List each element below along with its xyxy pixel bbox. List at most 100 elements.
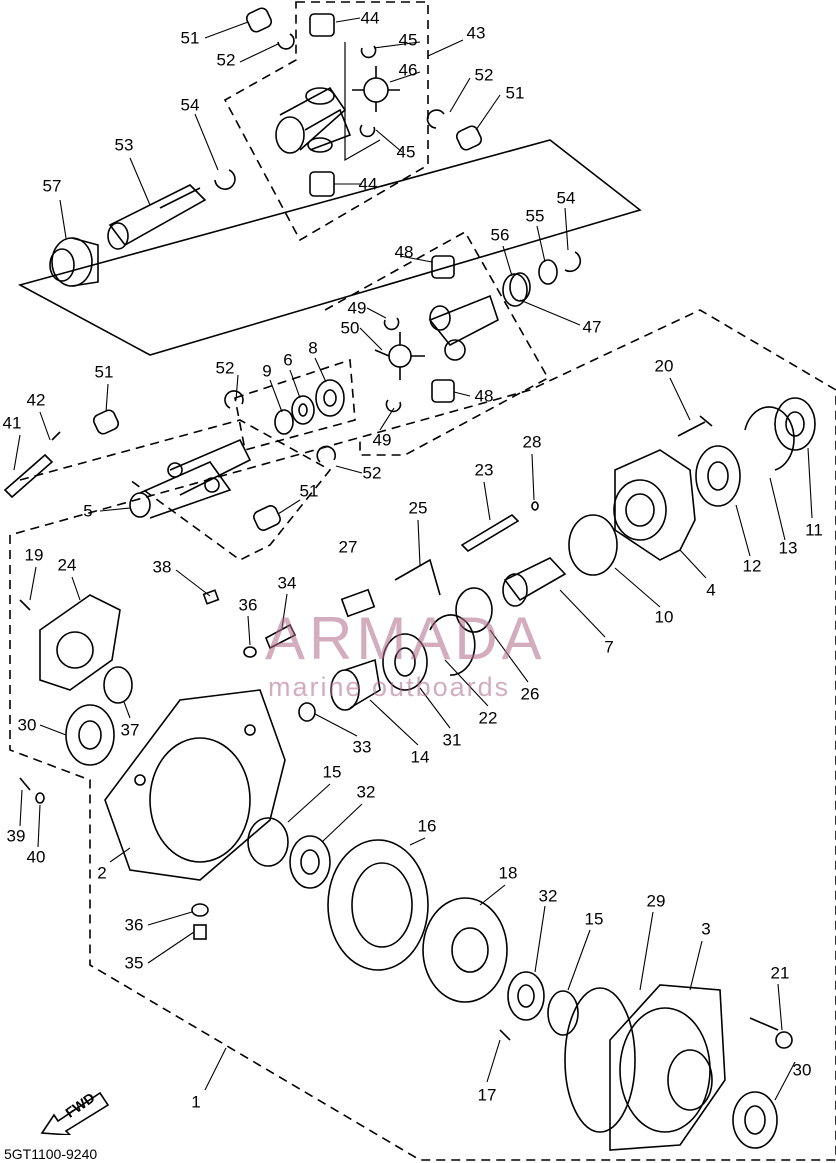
- part-24-sensor: [39, 594, 121, 691]
- callout-51: 51: [299, 481, 319, 501]
- callout-52: 52: [362, 463, 382, 483]
- part-23-pin: [460, 513, 520, 553]
- callout-16: 16: [417, 816, 437, 836]
- callout-45: 45: [398, 30, 418, 50]
- callout-34: 34: [277, 573, 297, 593]
- part-10-oring: [568, 514, 618, 576]
- shaft-plane-outline: [17, 139, 642, 356]
- callout-44: 44: [360, 8, 380, 28]
- callout-51: 51: [94, 362, 114, 382]
- callout-32: 32: [356, 782, 376, 802]
- callout-56: 56: [490, 225, 510, 245]
- callout-48: 48: [474, 386, 494, 406]
- callout-15: 15: [584, 909, 604, 929]
- callout-52: 52: [215, 358, 235, 378]
- group-outline-47: [324, 230, 550, 456]
- part-47-yoke: [428, 294, 499, 361]
- callout-37: 37: [120, 720, 140, 740]
- part-50-spider: [374, 332, 425, 380]
- callout-8: 8: [308, 338, 318, 358]
- callout-2: 2: [97, 863, 107, 883]
- callout-57: 57: [42, 176, 62, 196]
- part-55-washer: [538, 259, 558, 285]
- part-31-bearing: [382, 633, 428, 691]
- callout-9: 9: [262, 361, 272, 381]
- callout-51: 51: [505, 83, 525, 103]
- callout-38: 38: [152, 557, 172, 577]
- part-14-gear: [330, 658, 381, 711]
- part-11-seal: [774, 397, 816, 451]
- part-54-clip: [214, 169, 236, 190]
- callout-15: 15: [322, 762, 342, 782]
- part-37-oring: [103, 666, 133, 704]
- part-15-oring: [247, 817, 289, 867]
- callout-22: 22: [478, 708, 498, 728]
- callout-20: 20: [654, 356, 674, 376]
- part-16-ringgear: [327, 839, 429, 971]
- part-27-sensor: [340, 588, 376, 618]
- diagram-code: 5GT1100-9240: [4, 1146, 98, 1162]
- callout-48: 48: [394, 242, 414, 262]
- callout-24: 24: [57, 555, 77, 575]
- callout-40: 40: [26, 847, 46, 867]
- callout-36: 36: [238, 595, 258, 615]
- callout-5: 5: [83, 501, 93, 521]
- callout-31: 31: [442, 730, 462, 750]
- callout-28: 28: [522, 432, 542, 452]
- callout-1: 1: [191, 1092, 201, 1112]
- callout-52: 52: [474, 65, 494, 85]
- callout-42: 42: [26, 390, 46, 410]
- callout-11: 11: [805, 520, 823, 540]
- callout-41: 41: [2, 413, 22, 433]
- part-43-yoke: [275, 86, 352, 154]
- callout-54: 54: [556, 188, 576, 208]
- callout-23: 23: [474, 460, 494, 480]
- part-2-case: [104, 689, 286, 881]
- callout-13: 13: [778, 538, 798, 558]
- callout-30: 30: [17, 715, 37, 735]
- part-20-bolt: [677, 415, 713, 437]
- part-41-pin: [3, 453, 54, 499]
- part-4-cover: [613, 449, 696, 561]
- part-6-washer: [291, 395, 315, 425]
- callout-50: 50: [340, 318, 360, 338]
- callout-36: 36: [124, 915, 144, 935]
- part-3-cover: [609, 984, 726, 1151]
- callout-25: 25: [408, 498, 428, 518]
- callout-46: 46: [398, 60, 418, 80]
- part-32-bearing: [289, 835, 331, 889]
- callout-12: 12: [742, 556, 762, 576]
- callout-49: 49: [372, 430, 392, 450]
- part-9-oring: [274, 409, 294, 435]
- part-21-bolt: [749, 1017, 779, 1031]
- part-57-boot: [49, 237, 99, 287]
- callout-30: 30: [792, 1060, 812, 1080]
- callout-53: 53: [114, 135, 134, 155]
- callout-21: 21: [770, 963, 790, 983]
- callout-4: 4: [706, 580, 716, 600]
- callout-47: 47: [582, 317, 602, 337]
- callout-44: 44: [358, 174, 378, 194]
- callout-55: 55: [525, 206, 545, 226]
- callout-43: 43: [466, 23, 486, 43]
- callout-27: 27: [338, 537, 358, 557]
- callout-14: 14: [410, 747, 430, 767]
- part-44-bearing: [309, 13, 335, 37]
- callout-33: 33: [352, 737, 372, 757]
- callout-29: 29: [646, 891, 666, 911]
- callout-49: 49: [347, 298, 367, 318]
- part-5-yoke: [129, 438, 252, 519]
- part-18-diff: [422, 897, 508, 1003]
- part-53-shaft: [107, 184, 207, 250]
- callout-18: 18: [498, 863, 518, 883]
- callout-35: 35: [124, 953, 144, 973]
- callout-17: 17: [477, 1085, 497, 1105]
- callout-51: 51: [180, 28, 200, 48]
- group-outline-5: [19, 419, 332, 561]
- part-51-cap: [245, 7, 273, 33]
- part-12-bearing: [695, 445, 741, 507]
- callout-10: 10: [654, 607, 674, 627]
- callout-6: 6: [283, 350, 293, 370]
- callout-54: 54: [180, 95, 200, 115]
- callout-45: 45: [396, 142, 416, 162]
